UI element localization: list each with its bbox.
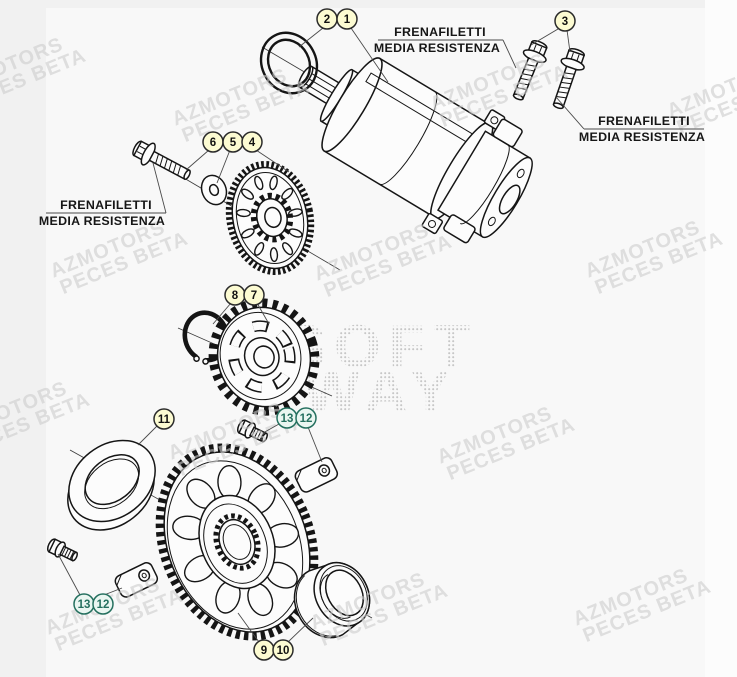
part-starter-motor xyxy=(297,57,533,244)
callout-12[interactable]: 12 xyxy=(92,593,114,615)
label-line2: MEDIA RESISTENZA xyxy=(579,130,705,144)
softway-line1: SOFT xyxy=(286,313,478,380)
callout-11[interactable]: 11 xyxy=(153,408,175,430)
callout-13[interactable]: 13 xyxy=(276,407,298,429)
callout-number: 3 xyxy=(562,16,568,28)
callout-number: 12 xyxy=(97,599,110,611)
label-line2: MEDIA RESISTENZA xyxy=(374,41,500,55)
callout-4[interactable]: 4 xyxy=(241,131,263,153)
label-line1: FRENAFILETTI xyxy=(60,198,152,212)
callout-number: 13 xyxy=(78,599,91,611)
callout-number: 4 xyxy=(249,137,256,149)
callout-12[interactable]: 12 xyxy=(295,407,317,429)
callout-number: 7 xyxy=(251,290,257,302)
callout-7[interactable]: 7 xyxy=(243,284,265,306)
callout-number: 11 xyxy=(158,414,171,426)
threadlock-label-right: FRENAFILETTI MEDIA RESISTENZA xyxy=(555,96,705,144)
callout-number: 6 xyxy=(210,137,216,149)
callout-number: 9 xyxy=(261,645,267,657)
callout-number: 5 xyxy=(230,137,237,149)
callout-13[interactable]: 13 xyxy=(73,593,95,615)
part-bearing-10 xyxy=(293,561,371,639)
callout-number: 10 xyxy=(277,645,290,657)
callout-1[interactable]: 1 xyxy=(336,8,358,30)
callout-number: 13 xyxy=(281,413,294,425)
label-line2: MEDIA RESISTENZA xyxy=(39,214,165,228)
callout-number: 2 xyxy=(324,14,330,26)
callout-number: 1 xyxy=(344,14,351,26)
callout-number: 8 xyxy=(232,290,239,302)
part-gear-4 xyxy=(225,161,315,275)
callout-number: 12 xyxy=(300,413,313,425)
label-line1: FRENAFILETTI xyxy=(394,25,486,39)
callout-9[interactable]: 9 xyxy=(253,639,275,661)
callout-5[interactable]: 5 xyxy=(222,131,244,153)
part-o-ring xyxy=(259,31,319,95)
threadlock-label-top: FRENAFILETTI MEDIA RESISTENZA xyxy=(374,25,517,69)
part-race-11 xyxy=(67,439,156,531)
threadlock-label-left: FRENAFILETTI MEDIA RESISTENZA xyxy=(39,162,167,228)
part-washer-5 xyxy=(200,174,228,206)
softway-line2: WAY xyxy=(303,358,458,425)
callout-3[interactable]: 3 xyxy=(554,10,576,32)
part-gear-7 xyxy=(208,298,320,416)
callout-8[interactable]: 8 xyxy=(224,284,246,306)
callout-2[interactable]: 2 xyxy=(316,8,338,30)
softway-watermark: SOFT WAY xyxy=(286,313,478,425)
leader-lines xyxy=(57,27,571,643)
callout-10[interactable]: 10 xyxy=(272,639,294,661)
right-margin xyxy=(705,0,737,677)
callout-6[interactable]: 6 xyxy=(202,131,224,153)
part-gear-9 xyxy=(155,443,319,641)
label-line1: FRENAFILETTI xyxy=(598,114,690,128)
